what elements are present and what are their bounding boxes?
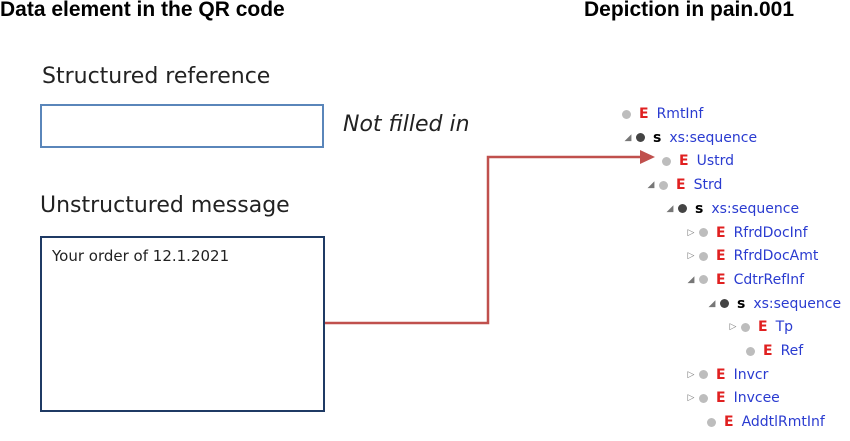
node-kind: E [679,153,689,170]
node-name: RmtInf [656,106,704,122]
node-name: RfrdDocInf [733,224,808,241]
node-name: Strd [693,177,723,194]
tree-node-ustrd: E Ustrd [660,151,734,171]
tree-node-ref: E Ref [744,341,803,361]
right-heading: Depiction in pain.001 [584,0,795,21]
expand-triangle-icon[interactable]: ▷ [687,251,695,262]
tree-node-invcr[interactable]: ▷ E Invcr [685,365,769,385]
node-dot-icon [662,156,671,166]
node-name: AddtlRmtInf [741,414,825,431]
tree-node-cdtrrefinf[interactable]: ◢ E CdtrRefInf [685,270,805,290]
node-name: RfrdDocAmt [733,248,819,265]
tree-node-rmtinf: E RmtInf [620,104,703,124]
node-kind: s [653,129,662,146]
mapping-arrow-line [325,155,643,325]
node-dot-icon [622,109,631,119]
node-dot-icon [699,251,708,261]
unstructured-message-value: Your order of 12.1.2021 [52,247,230,265]
mapping-arrow-head [640,150,655,164]
node-dot-icon [746,346,755,356]
expand-triangle-icon[interactable]: ▷ [687,227,695,238]
node-name: xs:sequence [711,200,800,217]
tree-node-strd[interactable]: ◢ E Strd [645,175,723,195]
node-name: Ref [780,343,804,359]
tree-node-tp[interactable]: ▷ E Tp [727,317,794,337]
node-kind: s [737,295,746,312]
structured-reference-field [40,104,324,148]
tree-node-invcee[interactable]: ▷ E Invcee [685,388,780,408]
node-kind: E [758,319,768,336]
node-kind: E [716,366,726,383]
node-dot-icon [699,228,708,237]
node-name: Invcee [733,390,780,407]
node-kind: E [676,177,686,194]
unstructured-message-label: Unstructured message [40,193,290,218]
node-name: Ustrd [696,153,735,170]
node-dot-icon [699,275,708,285]
node-dot-icon [741,322,750,332]
node-dot-icon [720,299,729,309]
node-dot-icon [678,204,687,214]
node-dot-icon [707,417,716,427]
tree-node-addtlrmtinf: E AddtlRmtInf [705,412,825,432]
node-name: xs:sequence [669,129,758,146]
expand-triangle-icon[interactable]: ▷ [687,393,695,404]
collapse-triangle-icon[interactable]: ◢ [708,298,716,309]
node-dot-icon [659,180,668,190]
node-kind: E [716,390,726,407]
collapse-triangle-icon[interactable]: ◢ [687,274,695,285]
node-kind: E [763,343,773,359]
node-dot-icon [636,133,645,143]
node-dot-icon [699,370,708,380]
node-kind: E [724,414,734,431]
collapse-triangle-icon[interactable]: ◢ [666,203,674,214]
node-kind: E [716,224,726,241]
tree-node-xs-sequence[interactable]: ◢ s xs:sequence [622,128,758,148]
node-kind: E [716,271,726,288]
not-filled-note: Not filled in [343,112,470,137]
tree-node-rfrddocamt[interactable]: ▷ E RfrdDocAmt [685,246,819,266]
node-name: xs:sequence [753,295,842,312]
unstructured-message-field: Your order of 12.1.2021 [40,236,325,412]
tree-node-xs-sequence[interactable]: ◢ s xs:sequence [664,199,800,219]
node-kind: E [716,248,726,265]
node-name: Invcr [733,366,769,383]
left-heading: Data element in the QR code [0,0,285,21]
expand-triangle-icon[interactable]: ▷ [687,369,695,380]
tree-node-rfrddocinf[interactable]: ▷ E RfrdDocInf [685,223,808,243]
expand-triangle-icon[interactable]: ▷ [729,322,737,333]
structured-reference-label: Structured reference [42,64,271,89]
node-kind: E [639,106,649,122]
node-name: CdtrRefInf [733,271,805,288]
tree-node-xs-sequence[interactable]: ◢ s xs:sequence [706,294,842,314]
node-kind: s [695,200,704,217]
node-dot-icon [699,393,708,403]
node-name: Tp [775,319,794,336]
collapse-triangle-icon[interactable]: ◢ [624,132,632,143]
collapse-triangle-icon[interactable]: ◢ [647,180,655,191]
